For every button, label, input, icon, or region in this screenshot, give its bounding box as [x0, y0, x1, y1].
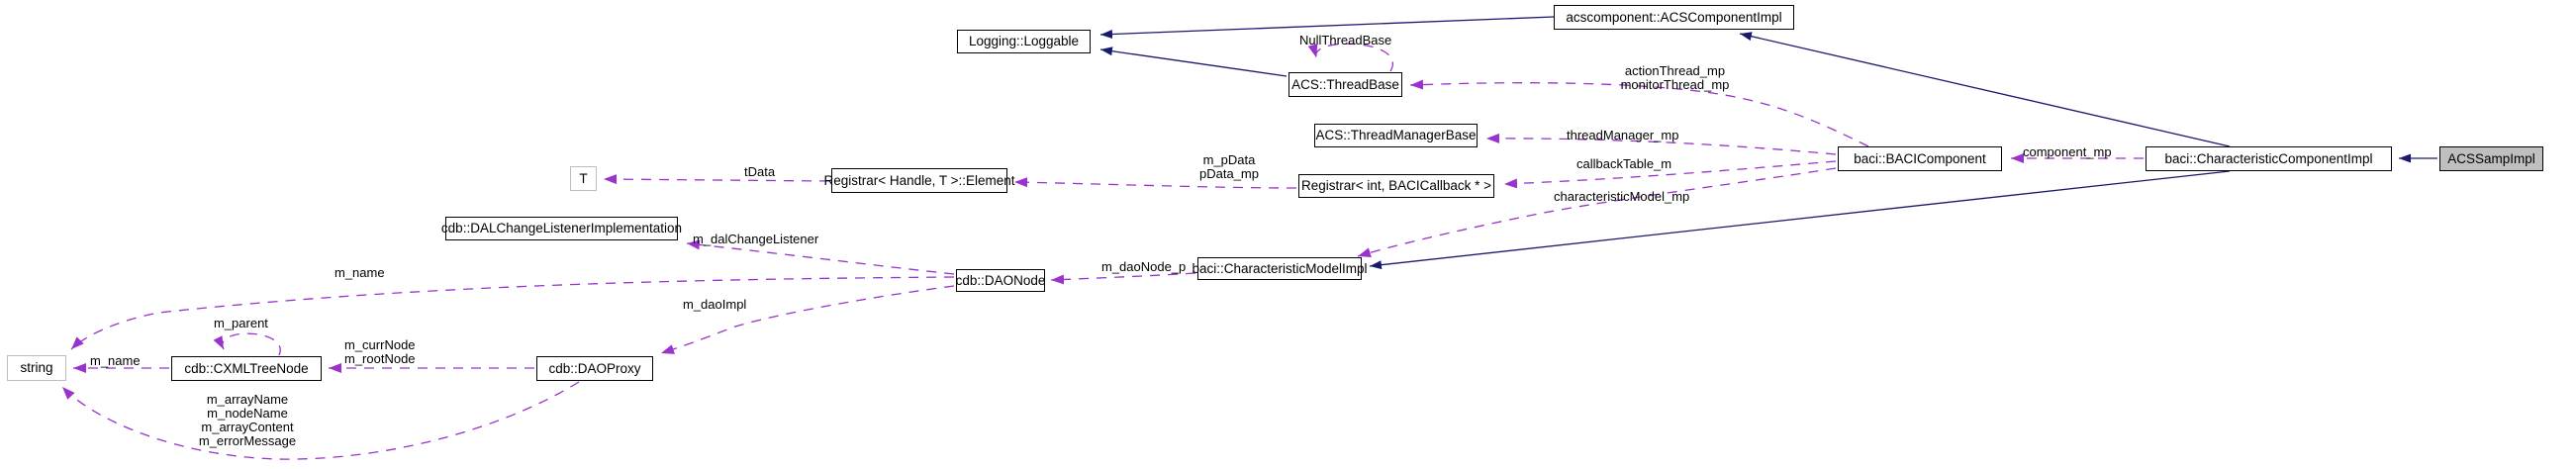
node-threadbase[interactable]: ACS::ThreadBase	[1288, 72, 1402, 97]
node-string: string	[7, 355, 66, 381]
node-registrar-element[interactable]: Registrar< Handle, T >::Element	[823, 168, 1015, 193]
edge-label-array-members: m_arrayName m_nodeName m_arrayContent m_…	[198, 392, 297, 448]
edge-label-mpdata: m_pData pData_mp	[1199, 152, 1259, 181]
edge-label-characteristicmodel: characteristicModel_mp	[1554, 189, 1690, 204]
edge-daonode-to-string-mname	[70, 276, 955, 350]
edge-label-mparent: m_parent	[214, 316, 268, 330]
node-registrar-int[interactable]: Registrar< int, BACICallback * >	[1298, 174, 1494, 198]
edge-cxmltreenode-self-loop	[213, 332, 281, 356]
edge-daoproxy-to-string-members	[61, 381, 580, 460]
node-bacicomponent[interactable]: baci::BACIComponent	[1838, 146, 2002, 171]
edge-label-mname-daonode: m_name	[334, 265, 385, 280]
edge-label-threadmanager: threadManager_mp	[1567, 128, 1679, 142]
node-loggable[interactable]: Logging::Loggable	[957, 30, 1091, 53]
edge-threadbase-to-loggable	[1099, 47, 1288, 77]
edge-element-to-t	[603, 174, 830, 185]
node-daonode[interactable]: cdb::DAONode	[956, 269, 1045, 292]
edge-label-tdata: tData	[744, 164, 776, 179]
node-cxmltreenode[interactable]: cdb::CXMLTreeNode	[171, 356, 322, 381]
edge-daonode-to-daoproxy	[660, 285, 955, 354]
edge-label-mcurrnode-mrootnode: m_currNode m_rootNode	[344, 337, 416, 366]
edge-daonode-to-dalchangelistener	[686, 239, 955, 275]
edge-label-nullthreadbase: NullThreadBase	[1299, 33, 1392, 47]
edge-charmodelimpl-to-daonode	[1050, 272, 1196, 285]
edge-registrar-int-to-element	[1013, 177, 1297, 189]
edge-label-mdaoimpl: m_daoImpl	[683, 297, 747, 312]
edge-bacicomponent-to-threadbase	[1409, 79, 1869, 147]
edge-label-mdaonode: m_daoNode_p	[1101, 259, 1187, 274]
edge-acscomponentimpl-to-loggable	[1099, 16, 1555, 40]
edge-bacicomponent-to-registrar-int	[1503, 160, 1837, 189]
node-characteristiccomponentimpl[interactable]: baci::CharacteristicComponentImpl	[2146, 146, 2392, 171]
node-t: T	[570, 166, 597, 191]
edge-charcompimpl-to-acscomponentimpl	[1739, 32, 2231, 147]
edge-label-mname-tree: m_name	[90, 353, 141, 368]
edge-label-callbacktable: callbackTable_m	[1576, 156, 1672, 171]
node-characteristicmodelimpl[interactable]: baci::CharacteristicModelImpl	[1192, 257, 1368, 280]
edge-label-actionthread-monitorthread: actionThread_mp monitorThread_mp	[1620, 63, 1730, 92]
node-daoproxy[interactable]: cdb::DAOProxy	[536, 356, 653, 381]
node-dalchangelistener[interactable]: cdb::DALChangeListenerImplementation	[441, 217, 682, 240]
edge-charcompimpl-to-charmodelimpl	[1369, 170, 2231, 270]
edge-bacicomponent-to-charmodelimpl	[1357, 167, 1837, 257]
node-threadmanagerbase[interactable]: ACS::ThreadManagerBase	[1314, 124, 1478, 147]
edge-label-component: component_mp	[2023, 144, 2112, 159]
edge-bacicomponent-to-threadmanagerbase	[1485, 133, 1837, 155]
edge-label-mdalchangelistener: m_dalChangeListener	[693, 232, 819, 246]
edge-threadbase-self-loop	[1307, 43, 1394, 72]
node-acssampimpl: ACSSampImpl	[2439, 146, 2543, 171]
node-acscomponentimpl[interactable]: acscomponent::ACSComponentImpl	[1554, 5, 1794, 30]
